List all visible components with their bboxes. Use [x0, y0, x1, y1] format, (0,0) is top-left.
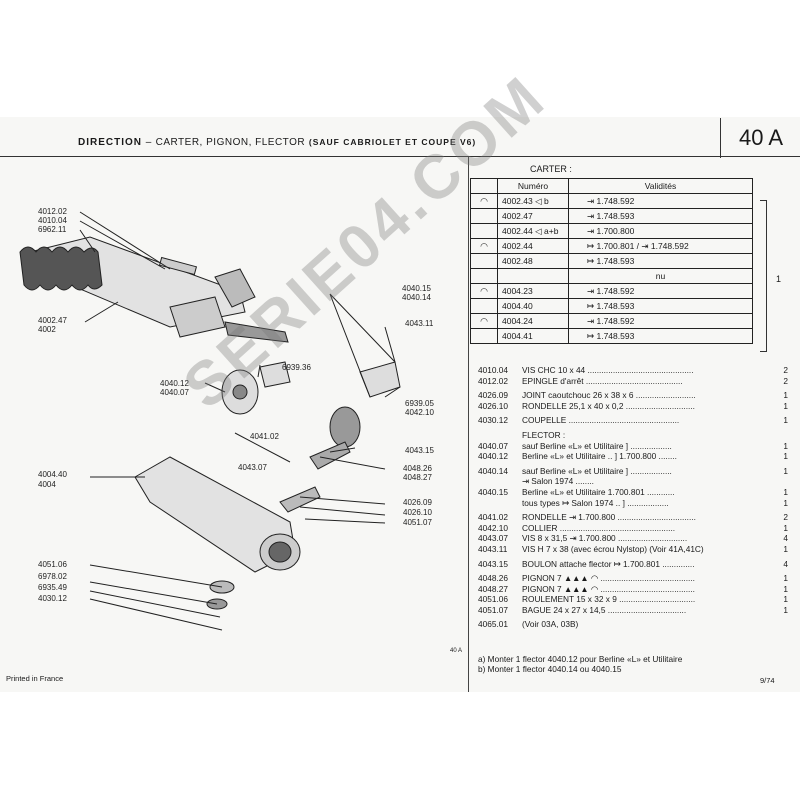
- title-main: DIRECTION: [78, 137, 142, 148]
- note-a: a) Monter 1 flector 4040.12 pour Berline…: [478, 654, 683, 664]
- label-6962-11: 6962.11: [38, 225, 67, 234]
- label-6935-49: 6935.49: [38, 583, 67, 592]
- label-4026-09: 4026.09: [403, 498, 432, 507]
- label-6978-02: 6978.02: [38, 572, 67, 581]
- label-4041-02: 4041.02: [250, 432, 279, 441]
- table-row: nu: [470, 268, 753, 284]
- page-code: 40 A: [720, 118, 800, 158]
- label-4048-27: 4048.27: [403, 473, 432, 482]
- table-row: 4004.40↦ 1.748.593: [470, 298, 753, 314]
- column-divider: [468, 157, 469, 692]
- label-4010-04: 4010.04: [38, 216, 67, 225]
- label-4051-06: 4051.06: [38, 560, 67, 569]
- table-row: 4002.47⇥ 1.748.593: [470, 208, 753, 224]
- list-item: tous types ↦ Salon 1974 .. ] ...........…: [522, 497, 788, 508]
- carter-qty: 1: [776, 274, 782, 284]
- list-item: 4065.01(Voir 03A, 03B): [478, 619, 579, 630]
- arc-icon: ◠: [470, 283, 498, 299]
- validites-header: Validités: [568, 178, 753, 194]
- table-row: ◠4004.24⇥ 1.748.592: [470, 313, 753, 329]
- label-4051-07: 4051.07: [403, 518, 432, 527]
- table-row: 4002.48↦ 1.748.593: [470, 253, 753, 269]
- table-row: 4002.44 ◁ a+b⇥ 1.700.800: [470, 223, 753, 239]
- label-4040-07: 4040.07: [160, 388, 189, 397]
- table-header-row: Numéro Validités: [470, 178, 753, 194]
- title-sep: –: [145, 137, 152, 148]
- label-4048-26: 4048.26: [403, 464, 432, 473]
- numero-header: Numéro: [497, 178, 569, 194]
- title-sub: CARTER, PIGNON, FLECTOR: [155, 137, 306, 148]
- symbol-col: [470, 178, 498, 194]
- arc-icon: ◠: [470, 238, 498, 254]
- table-row: ◠4002.43 ◁ b⇥ 1.748.592: [470, 193, 753, 209]
- arc-icon: ◠: [470, 193, 498, 209]
- list-item: FLECTOR :: [522, 429, 566, 440]
- title-paren: (SAUF CABRIOLET ET COUPE V6): [308, 137, 477, 147]
- label-4004: 4004: [38, 480, 56, 489]
- label-4002-47: 4002.47: [38, 316, 67, 325]
- figure-tag: 40 A: [450, 648, 463, 654]
- carter-table: Numéro Validités ◠4002.43 ◁ b⇥ 1.748.592…: [470, 178, 753, 344]
- label-4002: 4002: [38, 325, 56, 334]
- label-4040-14: 4040.14: [402, 293, 431, 302]
- notes: a) Monter 1 flector 4040.12 pour Berline…: [478, 654, 682, 674]
- table-row: ◠4002.44↦ 1.700.801 / ⇥ 1.748.592: [470, 238, 753, 254]
- bracket: [760, 200, 767, 352]
- table-row: ◠4004.23⇥ 1.748.592: [470, 283, 753, 299]
- exploded-diagram: 4012.02 4010.04 6962.11 4002.47 4002 693…: [19, 207, 434, 631]
- label-4040-12: 4040.12: [160, 379, 189, 388]
- label-6939-36: 6939.36: [282, 363, 311, 372]
- rubber-boot-shape: [19, 246, 103, 291]
- label-6939-05: 6939.05: [405, 399, 434, 408]
- label-4004-40: 4004.40: [38, 470, 67, 479]
- note-b: b) Monter 1 flector 4040.14 ou 4040.15: [478, 664, 622, 674]
- printed-in-label: Printed in France: [6, 674, 64, 683]
- arc-icon: ◠: [470, 313, 498, 329]
- carter-title: CARTER :: [530, 164, 572, 174]
- header-rule: [0, 156, 800, 157]
- label-4026-10: 4026.10: [403, 508, 432, 517]
- label-4012-02: 4012.02: [38, 207, 67, 216]
- label-4042-10: 4042.10: [405, 408, 434, 417]
- table-row: 4004.41↦ 1.748.593: [470, 328, 753, 344]
- label-4040-15: 4040.15: [402, 284, 431, 293]
- label-4030-12: 4030.12: [38, 594, 67, 603]
- label-4043-07: 4043.07: [238, 463, 267, 472]
- edition-date: 9/74: [760, 676, 775, 685]
- list-item: ⇥ Salon 1974 ........: [522, 476, 594, 487]
- label-4043-15: 4043.15: [405, 446, 434, 455]
- page-title: DIRECTION – CARTER, PIGNON, FLECTOR (SAU…: [78, 137, 476, 148]
- label-4043-11: 4043.11: [405, 319, 434, 328]
